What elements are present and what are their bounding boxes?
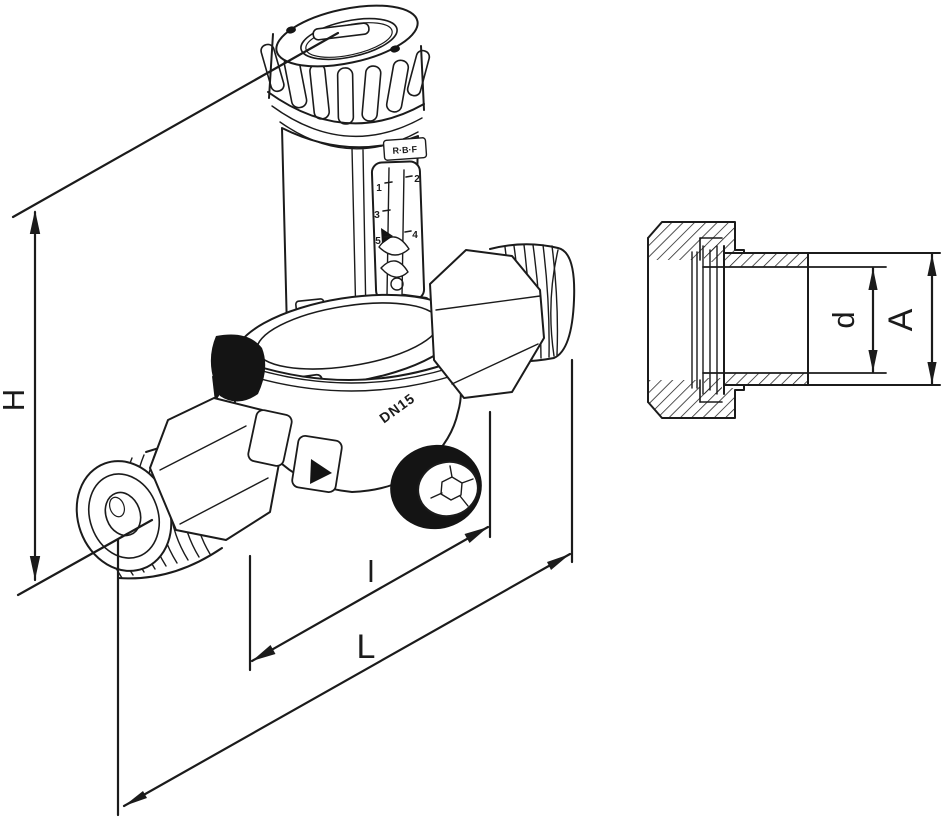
scale-mark-1: 1 bbox=[376, 183, 382, 194]
dimension-label-L: L bbox=[357, 628, 376, 666]
dimension-line bbox=[122, 552, 572, 808]
dimension-line bbox=[250, 525, 490, 663]
outlet-union-nut bbox=[429, 249, 545, 399]
dim-arrow bbox=[124, 791, 147, 806]
cap-hole-dot bbox=[390, 45, 400, 53]
dimension-L: L bbox=[116, 358, 574, 817]
extension-line bbox=[11, 31, 340, 219]
gauge-port-plug bbox=[390, 444, 482, 530]
logo-plate: R·B·F bbox=[382, 137, 428, 161]
dim-arrow bbox=[927, 362, 937, 384]
dim-arrow bbox=[29, 210, 41, 234]
adjustment-cap bbox=[260, 4, 431, 150]
dimensions-main-view: H l L bbox=[0, 31, 574, 817]
scale-mark-4: 4 bbox=[412, 230, 418, 241]
union-section-view: d A bbox=[647, 221, 941, 419]
section-union-nut bbox=[647, 221, 745, 419]
scale-mark-3: 3 bbox=[374, 210, 380, 221]
section-tailpiece bbox=[702, 252, 941, 386]
cap-hole-dot bbox=[286, 26, 296, 34]
dimension-l: l bbox=[248, 410, 492, 672]
section-hatch bbox=[648, 222, 808, 418]
dim-arrow bbox=[868, 268, 878, 290]
flow-direction-arrow bbox=[310, 459, 332, 484]
valve-isometric-view: R·B·F 1 3 5 2 4 bbox=[75, 4, 576, 580]
inlet-union-nut bbox=[149, 397, 281, 541]
dimension-label-h: H bbox=[0, 389, 31, 411]
scale-mark-5: 5 bbox=[375, 236, 381, 247]
scale-mark-2: 2 bbox=[414, 174, 420, 185]
dim-arrow bbox=[868, 350, 878, 372]
dimension-label-d: d bbox=[826, 311, 861, 328]
dim-arrow bbox=[464, 527, 488, 543]
flow-direction-panel bbox=[247, 409, 343, 494]
dimension-A: A bbox=[882, 252, 937, 386]
inlet-funnel-shadow bbox=[210, 334, 266, 402]
extension-line bbox=[16, 518, 154, 597]
dimension-label-l: l bbox=[368, 554, 375, 589]
logo-label: R·B·F bbox=[392, 144, 418, 156]
dim-arrow bbox=[927, 254, 937, 276]
dim-arrow bbox=[29, 556, 41, 580]
dimension-H: H bbox=[0, 31, 340, 597]
dim-arrow bbox=[252, 645, 276, 661]
dimension-label-A: A bbox=[882, 308, 920, 331]
dimension-d: d bbox=[826, 266, 878, 374]
cap-screw-slot bbox=[312, 22, 370, 41]
dim-arrow bbox=[547, 554, 570, 570]
setting-scale-window: 1 3 5 2 4 bbox=[370, 160, 426, 302]
